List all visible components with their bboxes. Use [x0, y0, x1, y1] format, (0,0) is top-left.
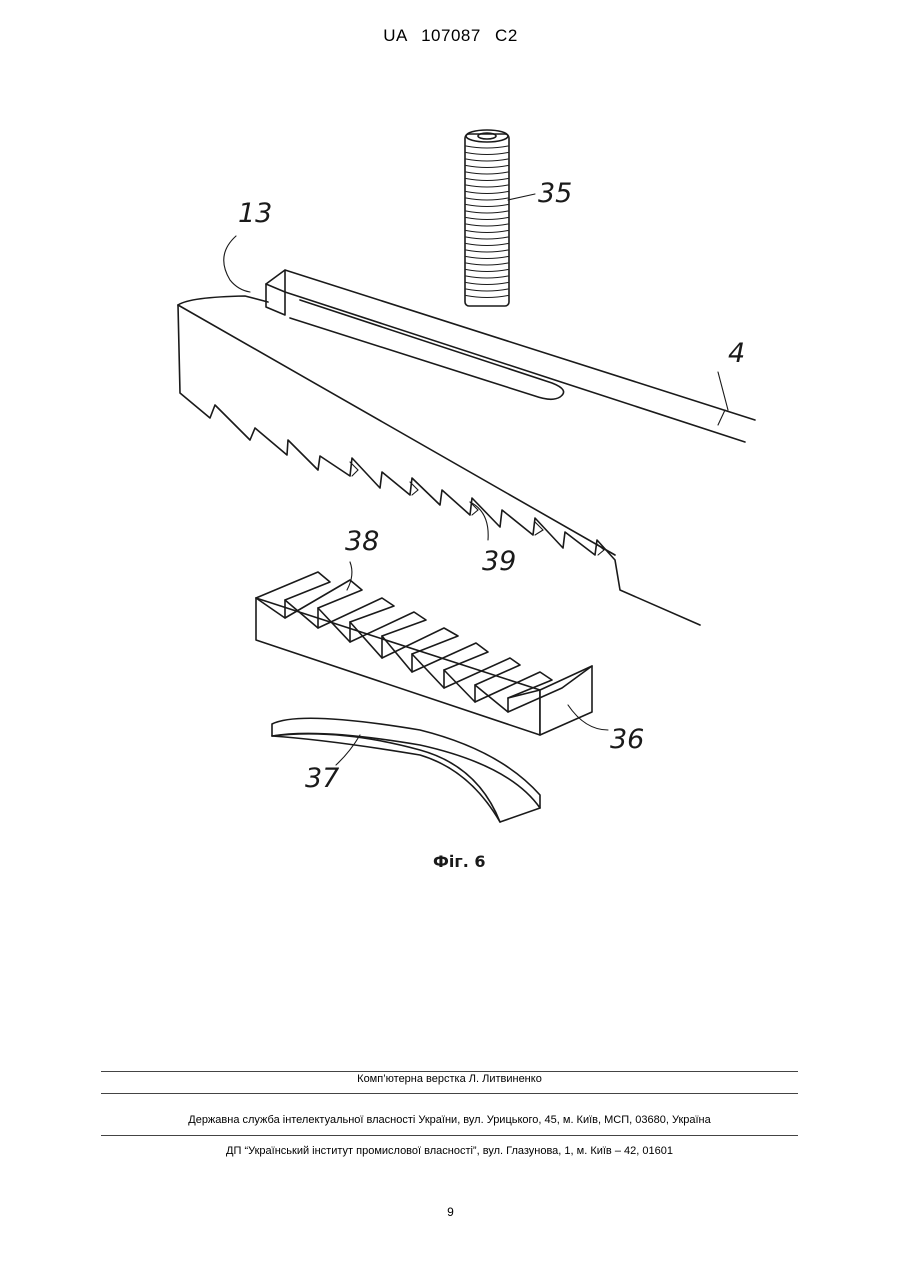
screw-thread-line: [466, 270, 508, 272]
screw-thread-line: [466, 289, 508, 291]
label-38: 38: [345, 526, 379, 557]
screw-thread-line: [466, 153, 508, 155]
screw-thread-line: [466, 159, 508, 161]
label-4: 4: [728, 338, 745, 369]
footer-rule-middle: [101, 1093, 798, 1094]
screw-thread-line: [466, 218, 508, 220]
layout-credit: Комп’ютерна верстка Л. Литвиненко: [101, 1073, 798, 1085]
screw-thread-line: [466, 205, 508, 207]
institute-address: ДП “Український інститут промислової вла…: [101, 1145, 798, 1157]
screw-thread-line: [466, 211, 508, 213]
screw-thread-line: [466, 263, 508, 265]
toothed-blade-part: [178, 236, 700, 625]
patent-figure-drawing: 13 35 4 38 39 36 37 Фіг. 6: [0, 0, 901, 900]
screw-thread-line: [466, 224, 508, 226]
threaded-screw-part: [465, 130, 509, 306]
screw-thread-line: [466, 296, 508, 298]
screw-thread-line: [466, 244, 508, 246]
screw-thread-line: [466, 172, 508, 174]
slotted-bar-part: [266, 270, 755, 442]
screw-thread-line: [466, 146, 508, 148]
screw-thread-line: [466, 237, 508, 239]
screw-thread-line: [466, 250, 508, 252]
label-13: 13: [238, 198, 272, 229]
agency-address: Державна служба інтелектуальної власност…: [101, 1114, 798, 1126]
page-number: 9: [0, 1205, 901, 1219]
label-35: 35: [538, 178, 572, 209]
label-36: 36: [610, 724, 644, 755]
footer-rule-top: [101, 1071, 798, 1072]
screw-thread-line: [466, 166, 508, 168]
screw-thread-line: [466, 276, 508, 278]
screw-thread-line: [466, 257, 508, 259]
screw-thread-line: [466, 231, 508, 233]
toothed-rack-part: [256, 562, 608, 735]
screw-thread-line: [466, 185, 508, 187]
screw-thread-line: [466, 198, 508, 200]
label-39: 39: [482, 546, 516, 577]
screw-thread-line: [466, 179, 508, 181]
figure-caption: Фіг. 6: [433, 852, 486, 871]
screw-thread-line: [466, 192, 508, 194]
label-37: 37: [305, 763, 339, 794]
screw-thread-line: [466, 283, 508, 285]
footer-rule-bottom: [101, 1135, 798, 1136]
